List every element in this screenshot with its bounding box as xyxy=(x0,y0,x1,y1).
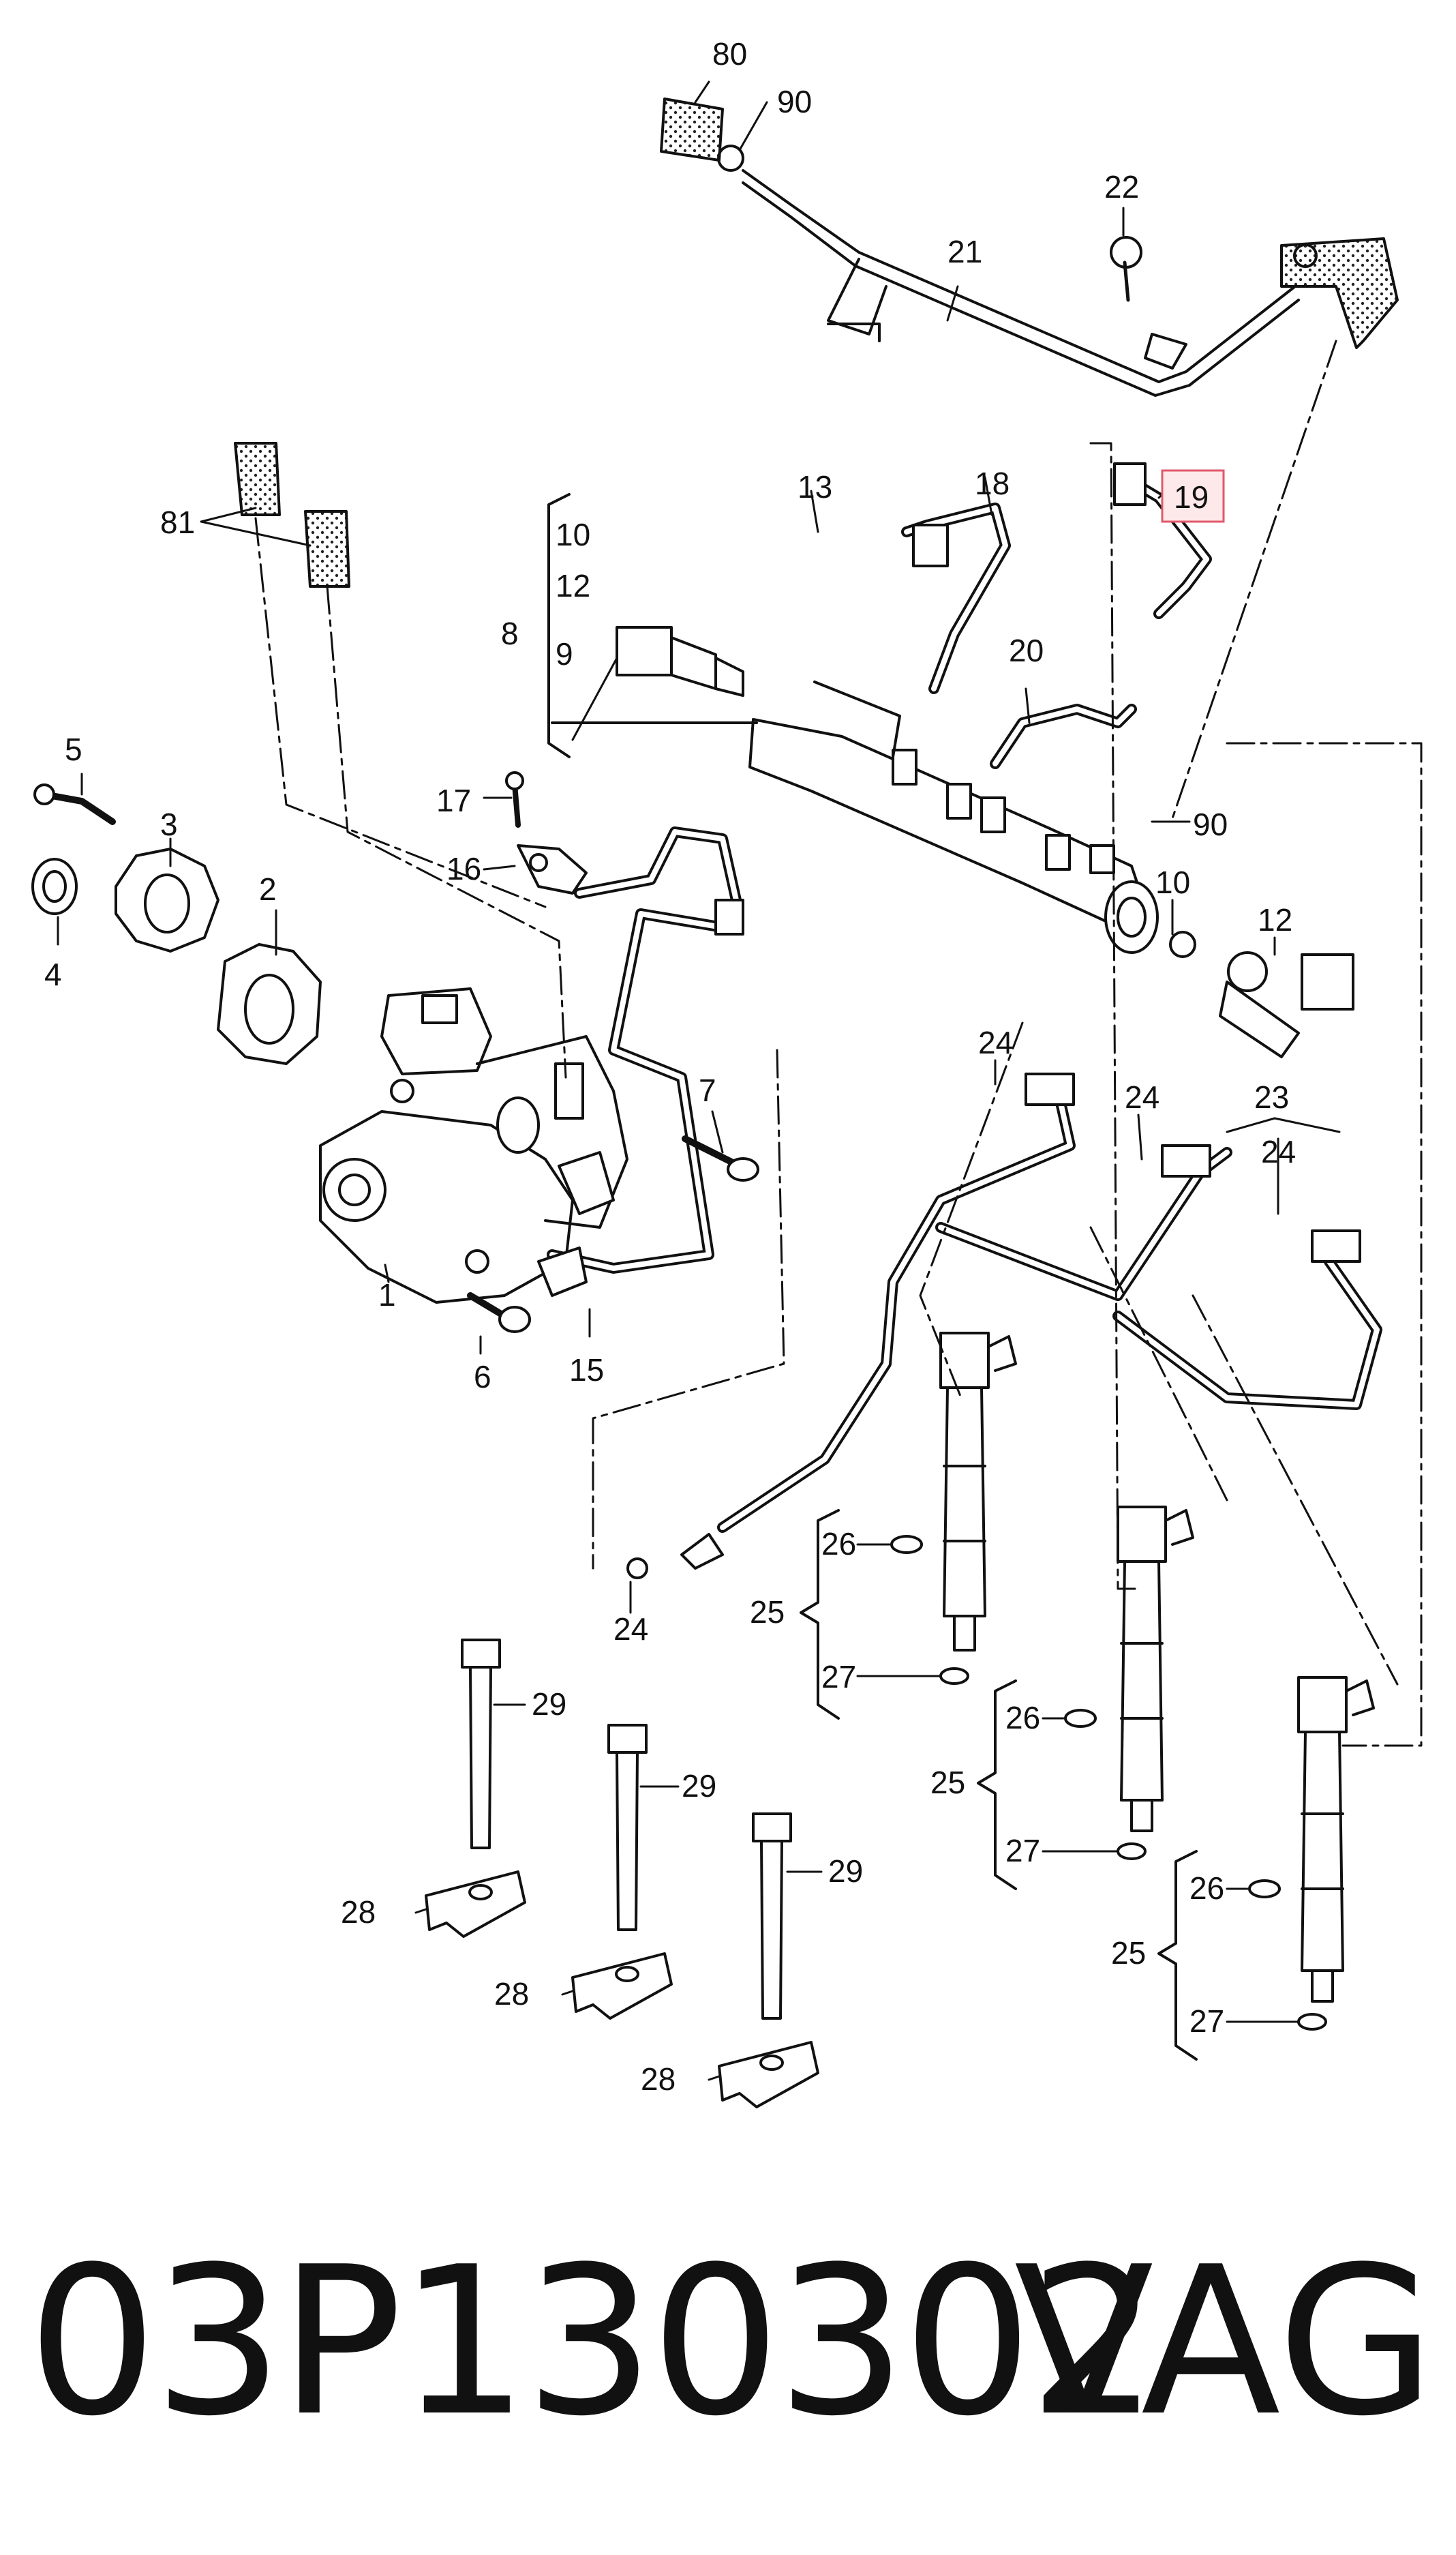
callout-20: 20 xyxy=(1009,633,1044,668)
hose-80 xyxy=(660,98,724,162)
pump-drive xyxy=(31,783,322,1065)
callout-26-c: 26 xyxy=(1189,1870,1224,1906)
callout-27-a: 27 xyxy=(821,1659,856,1694)
callout-28-c: 28 xyxy=(641,2061,676,2097)
callout-4: 4 xyxy=(44,957,62,992)
callout-27-b: 27 xyxy=(1005,1833,1040,1868)
callout-12-right: 12 xyxy=(1258,902,1292,938)
callout-18: 18 xyxy=(975,466,1010,501)
callout-17: 17 xyxy=(436,783,471,818)
hose-81b xyxy=(304,510,350,588)
high-pressure-pump xyxy=(319,987,628,1304)
callout-24-a: 24 xyxy=(978,1025,1013,1060)
hose-80-right xyxy=(1280,237,1399,349)
callout-19: 19 xyxy=(1174,479,1209,515)
callout-28-a: 28 xyxy=(341,1894,376,1930)
callout-5: 5 xyxy=(65,732,82,767)
part-number: 03P130302 xyxy=(27,2223,1159,2461)
callout-21: 21 xyxy=(947,234,982,269)
callout-24-d: 24 xyxy=(613,1611,648,1647)
injector-1 xyxy=(939,1332,1017,1652)
callout-10-right: 10 xyxy=(1155,865,1190,900)
leak-off-lines xyxy=(626,1073,1382,1579)
callout-29-b: 29 xyxy=(682,1768,716,1804)
clamp-bolt-3 xyxy=(718,1812,819,2108)
exploded-parts-diagram: 80 90 22 21 81 13 18 19 10 12 8 9 20 90 … xyxy=(31,36,1423,2108)
callouts: 80 90 22 21 81 13 18 19 10 12 8 9 20 90 … xyxy=(44,36,1296,2097)
callout-26-b: 26 xyxy=(1005,1700,1040,1735)
callout-90-right: 90 xyxy=(1193,807,1228,842)
pipe-18-nut xyxy=(912,524,949,567)
callout-24-c: 24 xyxy=(1261,1134,1296,1169)
callout-10-top: 10 xyxy=(556,517,590,552)
callout-12-top: 12 xyxy=(556,568,590,603)
callout-27-c: 27 xyxy=(1189,2003,1224,2039)
brand-name: VAG xyxy=(1014,2223,1436,2461)
callout-90-top: 90 xyxy=(777,84,812,119)
callout-25-a: 25 xyxy=(750,1594,785,1630)
injector-2 xyxy=(1117,1506,1194,1832)
callout-23: 23 xyxy=(1254,1079,1289,1115)
callout-16: 16 xyxy=(446,851,481,886)
callout-2: 2 xyxy=(259,871,277,907)
callout-1: 1 xyxy=(378,1277,396,1313)
callout-22: 22 xyxy=(1104,169,1139,205)
highlight-box-19 xyxy=(1161,469,1225,523)
callout-29-c: 29 xyxy=(828,1853,863,1889)
callout-13: 13 xyxy=(798,469,832,505)
callout-29-a: 29 xyxy=(532,1686,566,1722)
callout-28-b: 28 xyxy=(494,1976,529,2012)
callout-8: 8 xyxy=(501,616,519,651)
clamp-bolt-1 xyxy=(425,1639,526,1938)
callout-25-b: 25 xyxy=(930,1765,965,1800)
callout-24-b: 24 xyxy=(1125,1079,1159,1115)
clamp-bolt-2 xyxy=(571,1724,673,2020)
callout-9: 9 xyxy=(556,636,573,672)
callout-7: 7 xyxy=(699,1073,716,1108)
pipe-19-nut xyxy=(1113,462,1147,506)
injector-3 xyxy=(1297,1676,1375,2003)
callout-3: 3 xyxy=(160,807,178,842)
hose-81a xyxy=(234,442,281,516)
callout-81: 81 xyxy=(160,505,195,540)
fuel-rail xyxy=(616,626,1354,1058)
footer: 03P130302 VAG xyxy=(0,2230,1456,2455)
callout-80: 80 xyxy=(712,36,747,72)
callout-26-a: 26 xyxy=(821,1526,856,1562)
callout-6: 6 xyxy=(474,1359,491,1394)
return-line-assembly xyxy=(660,98,1399,397)
callout-25-c: 25 xyxy=(1111,1935,1146,1971)
clip-90-top xyxy=(717,145,744,172)
callout-15: 15 xyxy=(569,1352,604,1388)
bolt-22-head xyxy=(1110,236,1142,269)
